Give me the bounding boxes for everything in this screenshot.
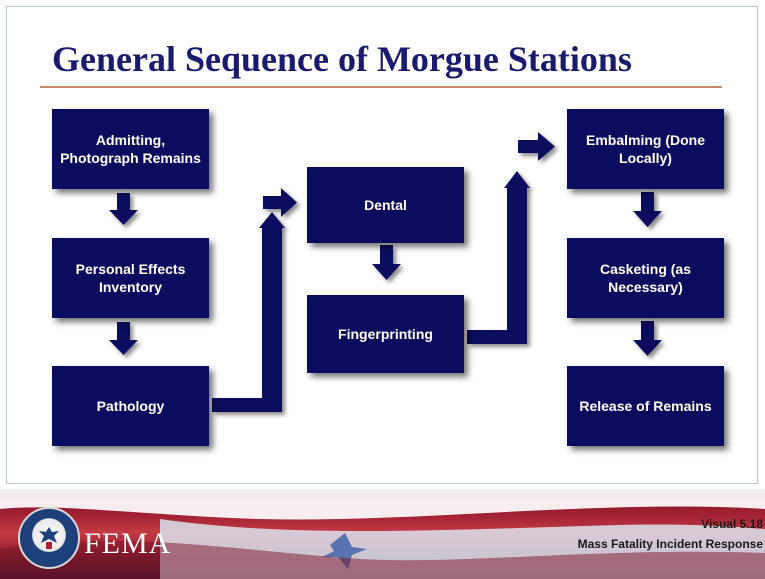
- right-arrow-embalming: [518, 132, 555, 161]
- footer-banner: [0, 489, 765, 579]
- course-title: Mass Fatality Incident Response: [577, 537, 763, 551]
- down-arrow-2: [109, 322, 138, 355]
- station-casketing: Casketing (as Necessary): [567, 238, 724, 318]
- station-personal-effects: Personal Effects Inventory: [52, 238, 209, 318]
- connector-fingerprinting-embalming: [467, 171, 530, 344]
- down-arrow-5: [633, 321, 662, 356]
- station-admitting: Admitting, Photograph Remains: [52, 109, 209, 189]
- station-fingerprinting: Fingerprinting: [307, 295, 464, 373]
- fema-logo-text: FEMA: [84, 527, 172, 560]
- page-title: General Sequence of Morgue Stations: [52, 39, 632, 79]
- eagle-icon: [39, 527, 59, 549]
- down-arrow-3: [372, 245, 401, 280]
- title-divider: [40, 86, 722, 88]
- right-arrow-dental: [263, 188, 297, 217]
- connector-pathology-dental: [212, 212, 285, 412]
- station-dental: Dental: [307, 167, 464, 243]
- station-pathology: Pathology: [52, 366, 209, 446]
- down-arrow-4: [633, 192, 662, 227]
- dhs-seal-logo: [18, 507, 80, 569]
- station-embalming: Embalming (Done Locally): [567, 109, 724, 189]
- flow-connectors: [109, 132, 662, 412]
- down-arrow-1: [109, 193, 138, 225]
- station-release: Release of Remains: [567, 366, 724, 446]
- visual-number: Visual 5.18: [701, 517, 763, 531]
- flag-wave-decoration: [0, 489, 765, 579]
